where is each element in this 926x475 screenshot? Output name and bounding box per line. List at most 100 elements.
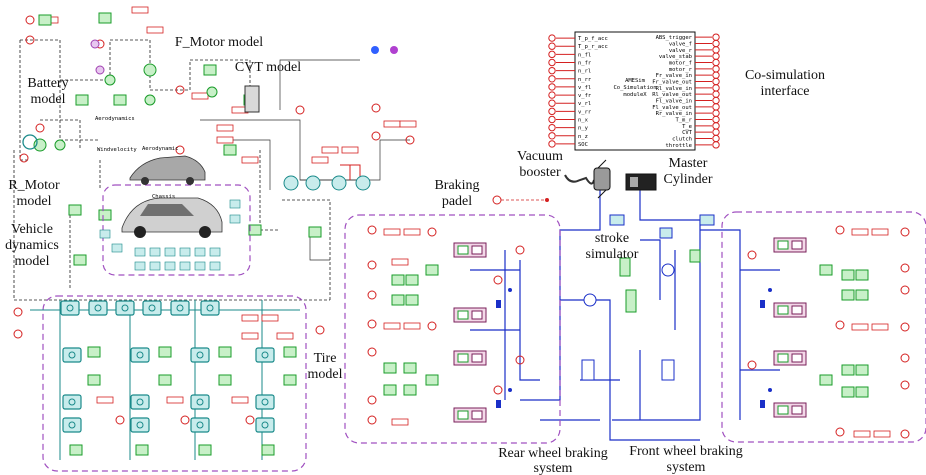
cosim-output-port-label: throttle: [666, 143, 693, 149]
cosim-output-port-label: Fr_valve_out: [652, 80, 692, 86]
vehicle-label-line2: dynamics: [5, 238, 59, 253]
cosim-output-port: Fr_valve_out: [652, 78, 719, 85]
svg-text:moduleX: moduleX: [623, 92, 647, 98]
cosim-input-port: v_rl: [549, 100, 591, 107]
front-label-line1: Front wheel braking: [629, 444, 743, 459]
powertrain-area: Aerodynamic Windvelocity Aerodynamics Ch…: [14, 7, 416, 300]
vehicle-label-line3: model: [15, 254, 50, 269]
tire-model-area: [14, 296, 324, 471]
cosim-input-port: v_fl: [549, 84, 591, 91]
chassis-car-icon: Chassis: [122, 194, 222, 238]
svg-text:Windvelocity: Windvelocity: [97, 147, 137, 153]
cosim-input-port: T_p_f_acc: [549, 35, 608, 42]
vacuum-label-line2: booster: [519, 165, 561, 180]
tire-label-line1: Tire: [314, 351, 337, 366]
cosim-output-port-label: clutch: [672, 137, 692, 143]
cosim-output-port-label: Fr_valve_in: [656, 73, 692, 79]
cosim-output-port-label: Rl_valve_out: [652, 92, 692, 98]
cosim-label-line1: Co-simulation: [745, 68, 825, 83]
cosim-output-port: T_m_r: [675, 116, 719, 123]
stroke-label-line1: stroke: [595, 231, 629, 246]
braking-pedal-icon: [493, 196, 549, 204]
cosim-output-port: valve_stab: [659, 53, 719, 60]
vacuum-booster-icon: [565, 160, 610, 198]
svg-text:Aerodynamic: Aerodynamic: [142, 146, 178, 152]
rear-braking-region: [345, 215, 560, 443]
aerodynamic-car-icon: Aerodynamic Windvelocity Aerodynamics: [95, 116, 205, 185]
cosim-output-port-label: valve_stab: [659, 54, 692, 60]
front-green-blocks: [820, 265, 868, 397]
vehicle-label-line1: Vehicle: [11, 222, 53, 237]
rear-green-blocks: [384, 265, 438, 395]
master-label-line2: Cylinder: [664, 172, 713, 187]
cosim-output-port: Fr_valve_in: [656, 72, 720, 79]
rear-label-line2: system: [534, 461, 573, 475]
cosim-output-port: T_e: [682, 123, 719, 130]
cosim-output-port-label: motor_f: [669, 61, 692, 67]
cosim-input-port: T_p_r_acc: [549, 43, 608, 50]
cosim-output-port: ABS_trigger: [656, 34, 720, 41]
f-motor-label: F_Motor model: [175, 35, 263, 50]
master-label-line1: Master: [669, 156, 708, 171]
svg-text:AMESim: AMESim: [625, 78, 646, 84]
cosim-input-port: n_x: [549, 116, 589, 123]
cosim-input-port-label: T_p_f_acc: [578, 36, 608, 42]
front-calipers: [774, 238, 806, 417]
cosim-input-port-label: n_x: [578, 118, 589, 124]
front-label-line2: system: [667, 460, 706, 475]
vacuum-label-line1: Vacuum: [517, 149, 563, 164]
cosim-input-port-label: v_fl: [578, 85, 591, 91]
svg-text:Co_Simulation: Co_Simulation: [613, 85, 656, 91]
cosim-input-port: n_fl: [549, 51, 591, 58]
cosim-output-port-label: valve_r: [669, 48, 693, 54]
cosim-input-port-label: n_fl: [578, 52, 591, 58]
cosim-input-port: v_fr: [549, 92, 592, 99]
cosim-output-port: Fl_valve_in: [656, 97, 720, 104]
cosim-input-port: n_rr: [549, 76, 592, 83]
cosim-output-port-label: T_m_r: [675, 118, 692, 124]
battery-label-line1: Battery: [27, 76, 68, 91]
braking-label-line2: padel: [442, 194, 472, 209]
cvt-label: CVT model: [235, 60, 301, 75]
cosim-input-port-label: v_rr: [578, 109, 592, 115]
cosim-label-line2: interface: [761, 84, 810, 99]
cosim-output-port-label: T_e: [682, 124, 692, 130]
cosim-output-port: clutch: [672, 135, 719, 142]
cosim-input-port-label: n_z: [578, 134, 588, 140]
cosim-input-port-label: n_rl: [578, 69, 591, 75]
cosim-input-port-label: v_rl: [578, 101, 591, 107]
front-braking-region: [722, 212, 926, 442]
braking-label-line1: Braking: [434, 178, 479, 193]
master-cylinder-icon: [626, 174, 656, 190]
cosim-output-port-label: valve_f: [669, 42, 692, 48]
tire-label-line2: model: [308, 367, 343, 382]
cosim-output-port: Rr_valve_in: [656, 110, 720, 117]
front-red-elements: [748, 226, 909, 438]
cosim-input-port: SOC: [549, 141, 588, 148]
cosim-input-port: n_z: [549, 133, 588, 140]
rear-label-line1: Rear wheel braking: [498, 446, 608, 461]
cosim-input-port: v_rr: [549, 108, 592, 115]
r-motor-label-line1: R_Motor: [8, 178, 60, 193]
cosim-input-port-label: n_y: [578, 126, 589, 132]
cosim-input-port: n_rl: [549, 67, 591, 74]
stroke-label-line2: simulator: [586, 247, 639, 262]
cosim-output-port: Rl_valve_out: [652, 91, 719, 98]
cosim-output-port-label: Rr_valve_in: [656, 111, 692, 117]
cosim-input-port-label: SOC: [578, 142, 588, 148]
cosim-input-port-label: T_p_r_acc: [578, 44, 608, 50]
svg-text:Aerodynamics: Aerodynamics: [95, 116, 135, 122]
cosim-input-port: n_fr: [549, 59, 592, 66]
cosim-output-port-label: Fl_valve_out: [652, 105, 692, 111]
braking-system-area: [345, 160, 926, 443]
cosim-output-port: CVT: [682, 129, 719, 136]
cosim-output-port: Rl_valve_in: [656, 85, 720, 92]
cosim-output-port-label: Fl_valve_in: [656, 99, 692, 105]
battery-label-line2: model: [31, 92, 66, 107]
cosim-output-port-label: motor_r: [669, 67, 693, 73]
cosim-input-port-label: n_rr: [578, 77, 592, 83]
cosim-input-port-label: v_fr: [578, 93, 592, 99]
cosim-output-port-label: Rl_valve_in: [656, 86, 692, 92]
cosim-output-port-label: CVT: [682, 130, 693, 136]
